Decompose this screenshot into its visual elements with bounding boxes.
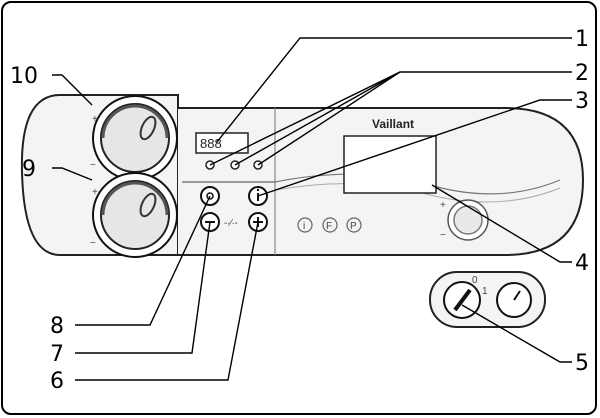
callout-1: 1 — [575, 27, 589, 52]
callout-6: 6 — [50, 369, 64, 394]
main-switch[interactable] — [443, 281, 481, 319]
switch-on-label: 1 — [482, 286, 488, 297]
callout-3: 3 — [575, 89, 589, 114]
lcd-digits: 888 — [200, 136, 222, 151]
right-knob[interactable] — [447, 199, 489, 241]
brand-logo: Vaillant — [372, 117, 414, 131]
callout-2: 2 — [575, 61, 589, 86]
soft-button-p-label: P — [350, 221, 357, 232]
callout-9: 9 — [22, 157, 36, 182]
soft-button-i-label: i — [303, 221, 305, 232]
callout-7: 7 — [50, 342, 64, 367]
pressure-gauge — [496, 282, 532, 318]
adjust-symbol: -∙⁄∙- — [224, 218, 238, 229]
hot-water-plus: + — [92, 114, 98, 125]
hot-water-knob[interactable] — [92, 95, 178, 181]
callout-5: 5 — [575, 351, 589, 376]
soft-button-f[interactable] — [322, 217, 338, 233]
callout-10: 10 — [10, 64, 38, 89]
soft-button-i[interactable] — [297, 217, 313, 233]
switch-off-label: 0 — [472, 275, 478, 286]
heating-plus: + — [92, 187, 98, 198]
callout-4: 4 — [575, 251, 589, 276]
soft-button-f-label: F — [326, 221, 332, 232]
control-window — [343, 135, 437, 194]
right-knob-plus: + — [440, 200, 446, 211]
heating-knob[interactable] — [92, 172, 178, 258]
right-knob-minus: − — [440, 230, 446, 241]
lcd-display — [195, 132, 249, 154]
hot-water-minus: − — [90, 160, 96, 171]
callout-8: 8 — [50, 314, 64, 339]
soft-button-p[interactable] — [346, 217, 362, 233]
callout-lines — [52, 37, 572, 381]
heating-minus: − — [90, 238, 96, 249]
